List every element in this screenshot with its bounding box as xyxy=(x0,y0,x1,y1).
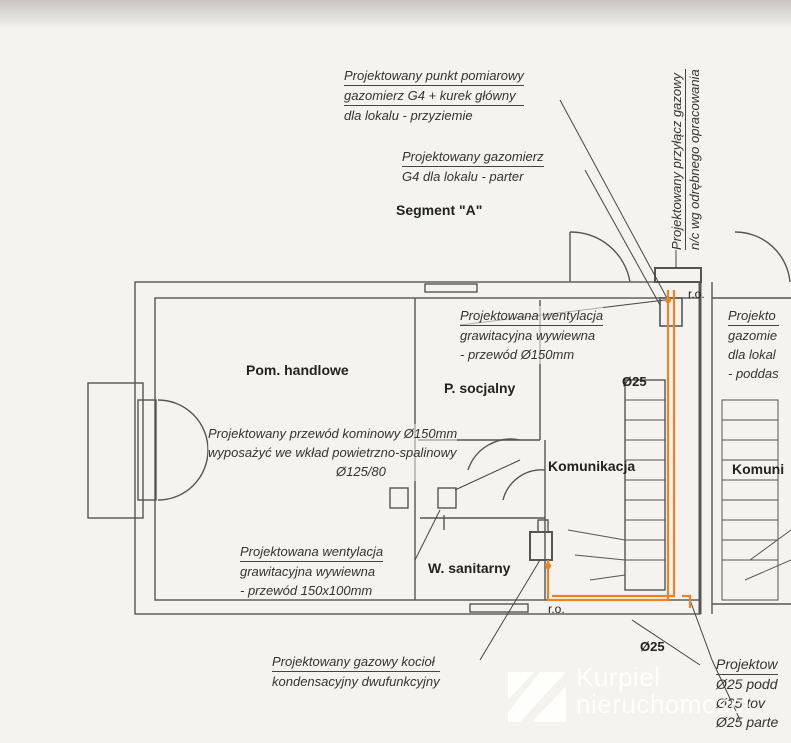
vent-duct-2 xyxy=(437,487,457,509)
door-main-arc xyxy=(157,399,209,451)
dim-ro-top: r.o. xyxy=(688,287,705,301)
leader-vent-150x100 xyxy=(414,509,441,561)
watermark-logo-icon xyxy=(508,672,566,722)
room-communication-right: Komuni xyxy=(732,461,785,477)
room-social: P. socjalny xyxy=(444,380,516,396)
leader-meter-parter xyxy=(584,169,661,306)
window-left xyxy=(137,399,157,501)
window-top xyxy=(424,283,478,293)
label-vent-150: Projektowana wentylacja grawitacyjna wyw… xyxy=(460,306,604,364)
dim-ro-bottom: r.o. xyxy=(548,602,565,616)
room-shop: Pom. handlowe xyxy=(246,362,349,378)
dim-d25-riser: Ø25 xyxy=(622,374,647,389)
gas-pipe-stub xyxy=(682,594,692,608)
entrance-porch xyxy=(87,382,144,519)
gas-pipe-riser-2 xyxy=(552,290,676,598)
leader-boiler xyxy=(479,559,541,661)
window-bottom xyxy=(469,603,529,613)
door-top-arc xyxy=(569,231,631,283)
label-meter-point: Projektowany punkt pomiarowy gazomierz G… xyxy=(344,68,524,123)
leader-chimney xyxy=(454,459,521,491)
segment-title: Segment "A" xyxy=(396,202,483,218)
paper-shadow xyxy=(0,0,791,30)
door-sanitary-arc xyxy=(502,469,546,501)
door-right-arc xyxy=(734,231,791,283)
label-right-meter: Projekto gazomie dla lokal - poddas xyxy=(728,308,779,381)
label-vent-150x100: Projektowana wentylacja grawitacyjna wyw… xyxy=(240,544,384,598)
dim-d25-bottom: Ø25 xyxy=(640,639,665,654)
leader-right-bottom2 xyxy=(711,659,741,721)
gas-boiler xyxy=(529,531,553,561)
vent-duct-1 xyxy=(389,487,409,509)
watermark-text: Kurpiel nieruchomości xyxy=(576,662,751,719)
door-main-arc2 xyxy=(157,449,209,501)
label-boiler: Projektowany gazowy kocioł kondensacyjny… xyxy=(272,654,440,689)
leader-right-bottom xyxy=(689,599,713,661)
label-chimney: Projektowany przewód kominowy Ø150mm wyp… xyxy=(208,424,458,481)
room-communication: Komunikacja xyxy=(548,458,636,474)
label-right-bottom: Projektow Ø25 podd Ø25 tov Ø25 parte xyxy=(716,656,779,730)
label-gas-connection: Projektowany przyłącz gazowy n/c wg odrę… xyxy=(668,69,702,250)
leader-meter-point xyxy=(559,99,669,301)
staircase-left xyxy=(624,379,666,591)
label-meter-parter: Projektowany gazomierz G4 dla lokalu - p… xyxy=(402,149,544,184)
gas-pipe-riser xyxy=(546,290,670,602)
door-social-arc xyxy=(467,438,521,471)
gas-meter-box xyxy=(654,267,702,283)
room-sanitary: W. sanitarny xyxy=(428,560,511,576)
